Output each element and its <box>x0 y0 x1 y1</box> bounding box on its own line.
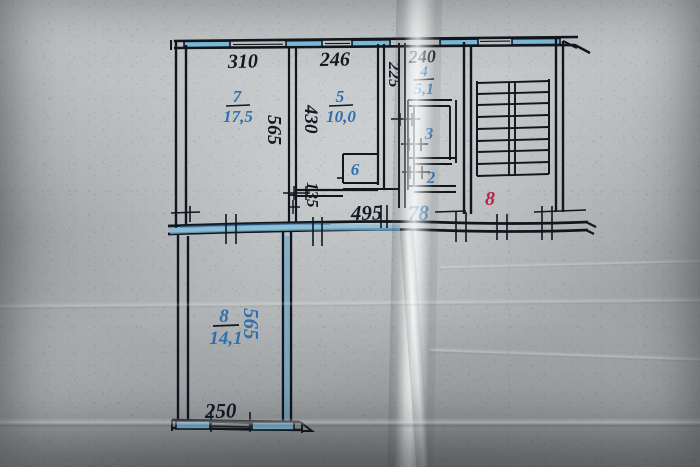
room-7-area: 17,5 <box>223 107 253 126</box>
dim-room5-depth: 430 <box>300 104 321 134</box>
room-5-number: 5 <box>336 87 345 106</box>
room-7-number: 7 <box>233 87 243 106</box>
room-5-area: 10,0 <box>326 107 356 126</box>
dim-room8-width: 250 <box>204 398 237 423</box>
room-6-number: 6 <box>351 160 360 179</box>
dim-room8-depth: 565 <box>239 308 263 340</box>
plan-walls <box>167 35 597 433</box>
dim-interior-run: 495 <box>350 200 383 225</box>
dim-room7-depth: 565 <box>263 115 285 145</box>
room-8-area: 14,1 <box>209 328 242 349</box>
dim-room5-width: 246 <box>319 48 350 71</box>
room-8-number: 8 <box>219 306 229 327</box>
dim-room7-width: 310 <box>227 50 258 73</box>
dim-closet-depth: 135 <box>303 182 322 208</box>
stairwell-marker-8: 8 <box>485 188 495 210</box>
